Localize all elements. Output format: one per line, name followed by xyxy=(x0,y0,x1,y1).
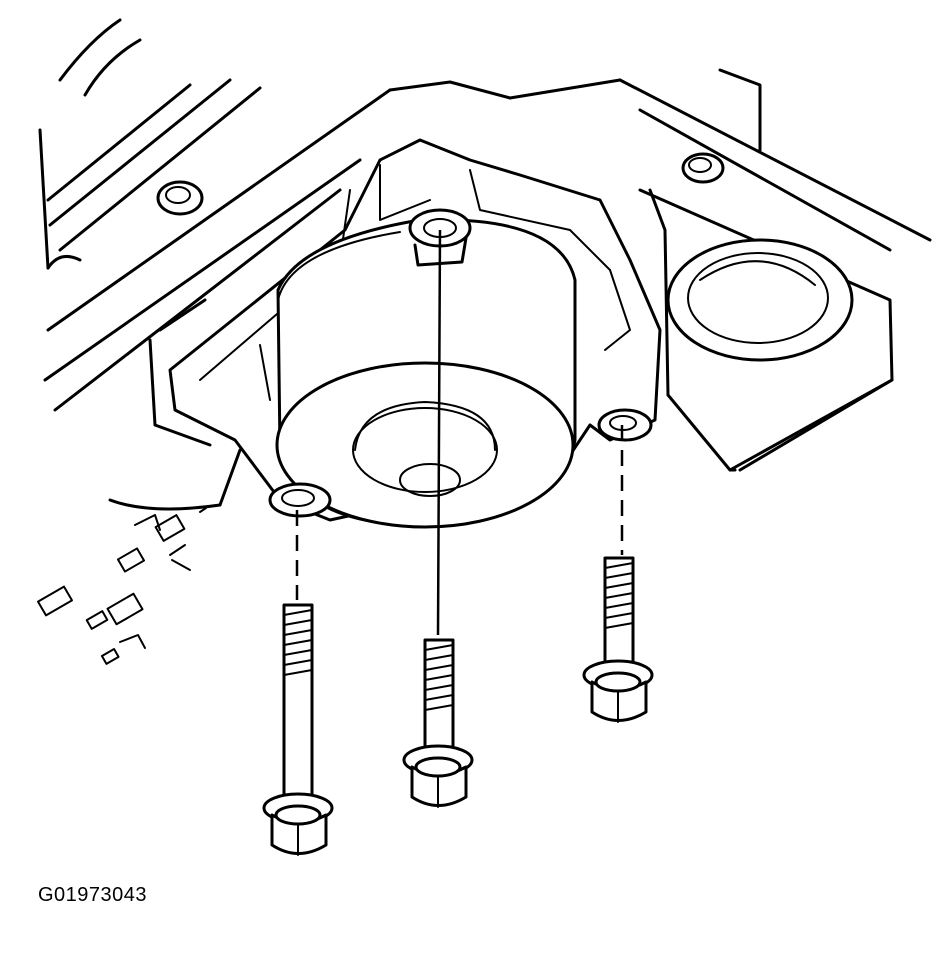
bolt-right xyxy=(582,556,654,723)
actuator-assembly xyxy=(168,138,662,529)
center-axis-line xyxy=(436,229,442,636)
bolt-left xyxy=(262,603,334,856)
figure-id-label: G01973043 xyxy=(38,884,148,906)
transmission-case xyxy=(38,18,932,511)
bolt-middle xyxy=(402,638,474,808)
passage-markings xyxy=(37,507,207,665)
